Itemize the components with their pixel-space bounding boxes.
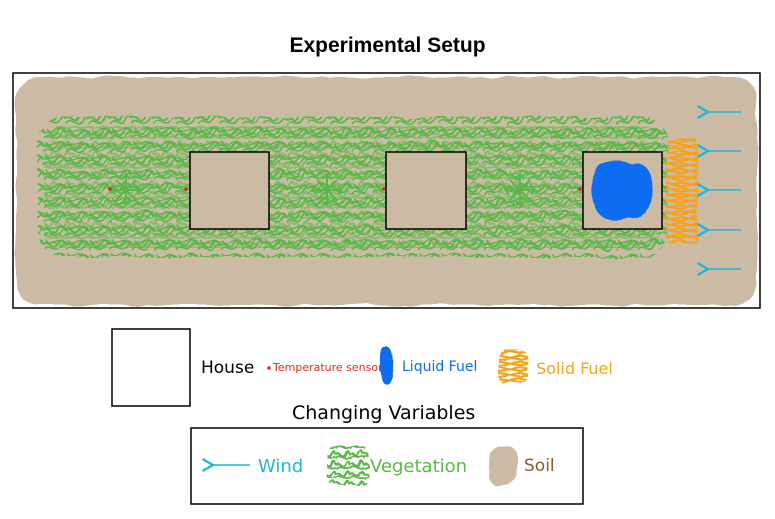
legend-liquid-fuel-icon <box>380 347 394 385</box>
legend-solid-fuel-label: Solid Fuel <box>536 359 613 378</box>
house-2 <box>385 151 467 230</box>
temperature-sensor <box>108 187 112 191</box>
vegetation-scribble-icon <box>327 446 369 486</box>
legend-house-icon <box>111 328 191 407</box>
temperature-sensor <box>578 187 582 191</box>
liquid-fuel-blob-icon <box>590 159 653 221</box>
vegetation-label: Vegetation <box>370 456 468 477</box>
house-1 <box>189 151 270 230</box>
legend-liquid-fuel-label: Liquid Fuel <box>402 359 478 375</box>
soil-label: Soil <box>524 456 555 476</box>
changing-variables-heading: Changing Variables <box>292 402 476 424</box>
soil-patch-icon <box>489 446 517 486</box>
legend-temperature-sensor-label: Temperature sensor <box>273 361 383 374</box>
diagram-title: Experimental Setup <box>289 34 486 57</box>
wind-label: Wind <box>258 456 304 477</box>
temperature-sensor <box>184 187 188 191</box>
temperature-sensor <box>382 187 386 191</box>
changing-variables-box <box>190 427 584 505</box>
solid-fuel-scribble-icon <box>666 138 698 244</box>
legend-solid-fuel-icon <box>498 350 528 384</box>
legend-house-label: House <box>201 358 255 378</box>
legend-sensor-icon <box>267 366 271 370</box>
